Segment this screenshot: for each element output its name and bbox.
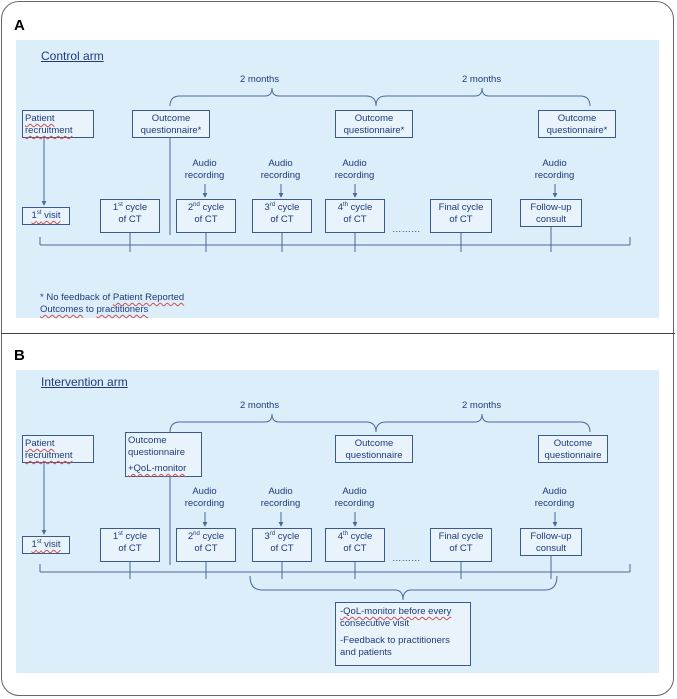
panel-divider bbox=[1, 333, 675, 334]
panel-b-letter: B bbox=[14, 347, 25, 364]
panel-b-interval-1: 2 months bbox=[240, 400, 280, 411]
panel-b-intervention-note: -QoL-monitor before every consecutive vi… bbox=[335, 602, 471, 666]
panel-b-interval-2: 2 months bbox=[462, 400, 502, 411]
panel-b-bottom-brace bbox=[249, 575, 558, 601]
panel-a-interval-1: 2 months bbox=[240, 74, 280, 85]
panel-b-brace-1 bbox=[169, 413, 377, 433]
panel-a-brace-1 bbox=[169, 87, 377, 107]
panel-a-brace-2 bbox=[375, 87, 591, 107]
panel-a-background bbox=[16, 40, 659, 318]
panel-b-ellipsis: ……… bbox=[392, 553, 421, 564]
panel-a-ellipsis: ……… bbox=[392, 224, 421, 235]
panel-b-arm-title: Intervention arm bbox=[41, 375, 128, 389]
panel-a-interval-2: 2 months bbox=[462, 74, 502, 85]
panel-a-arm-title: Control arm bbox=[41, 49, 104, 63]
panel-b-first-visit: 1st visit bbox=[22, 536, 70, 554]
panel-a-letter: A bbox=[14, 17, 25, 34]
panel-a-footnote: * No feedback of Patient Reported Outcom… bbox=[40, 292, 185, 315]
panel-a-first-visit: 1st visit bbox=[22, 207, 70, 225]
panel-b-brace-2 bbox=[375, 413, 591, 433]
